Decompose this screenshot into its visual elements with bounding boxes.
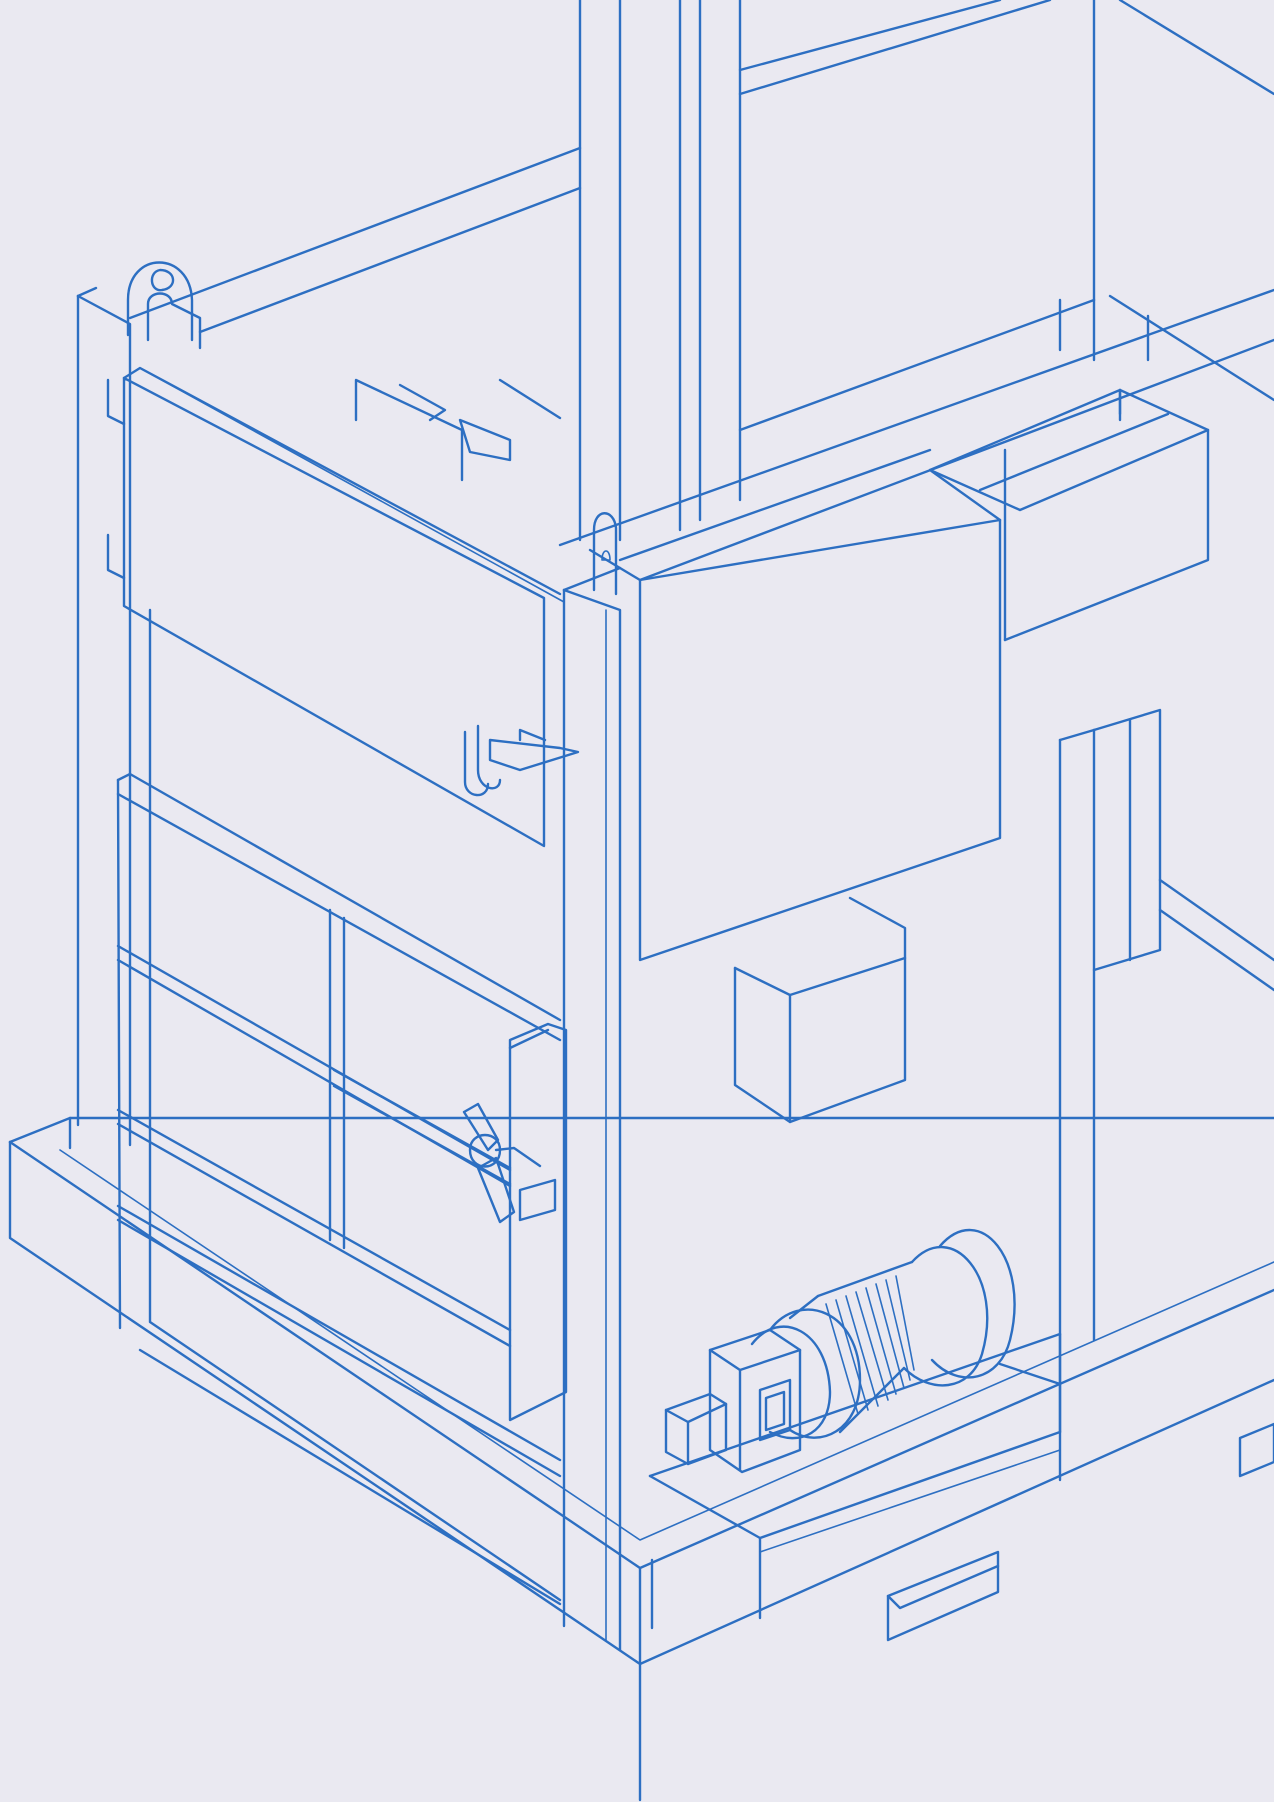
lower-door-handle: [462, 1022, 568, 1422]
left-frame-post: [76, 286, 132, 1147]
base-skid: [8, 1116, 1274, 1802]
top-chute-box: [558, 288, 1274, 642]
vertical-columns: [578, 0, 1274, 542]
upper-door: [106, 366, 580, 848]
electric-motor: [664, 1228, 1016, 1474]
central-front-post: [562, 512, 654, 1652]
lifting-eye-left: [126, 261, 202, 350]
front-head-box: [588, 448, 1002, 1124]
top-frame: [128, 0, 1274, 334]
